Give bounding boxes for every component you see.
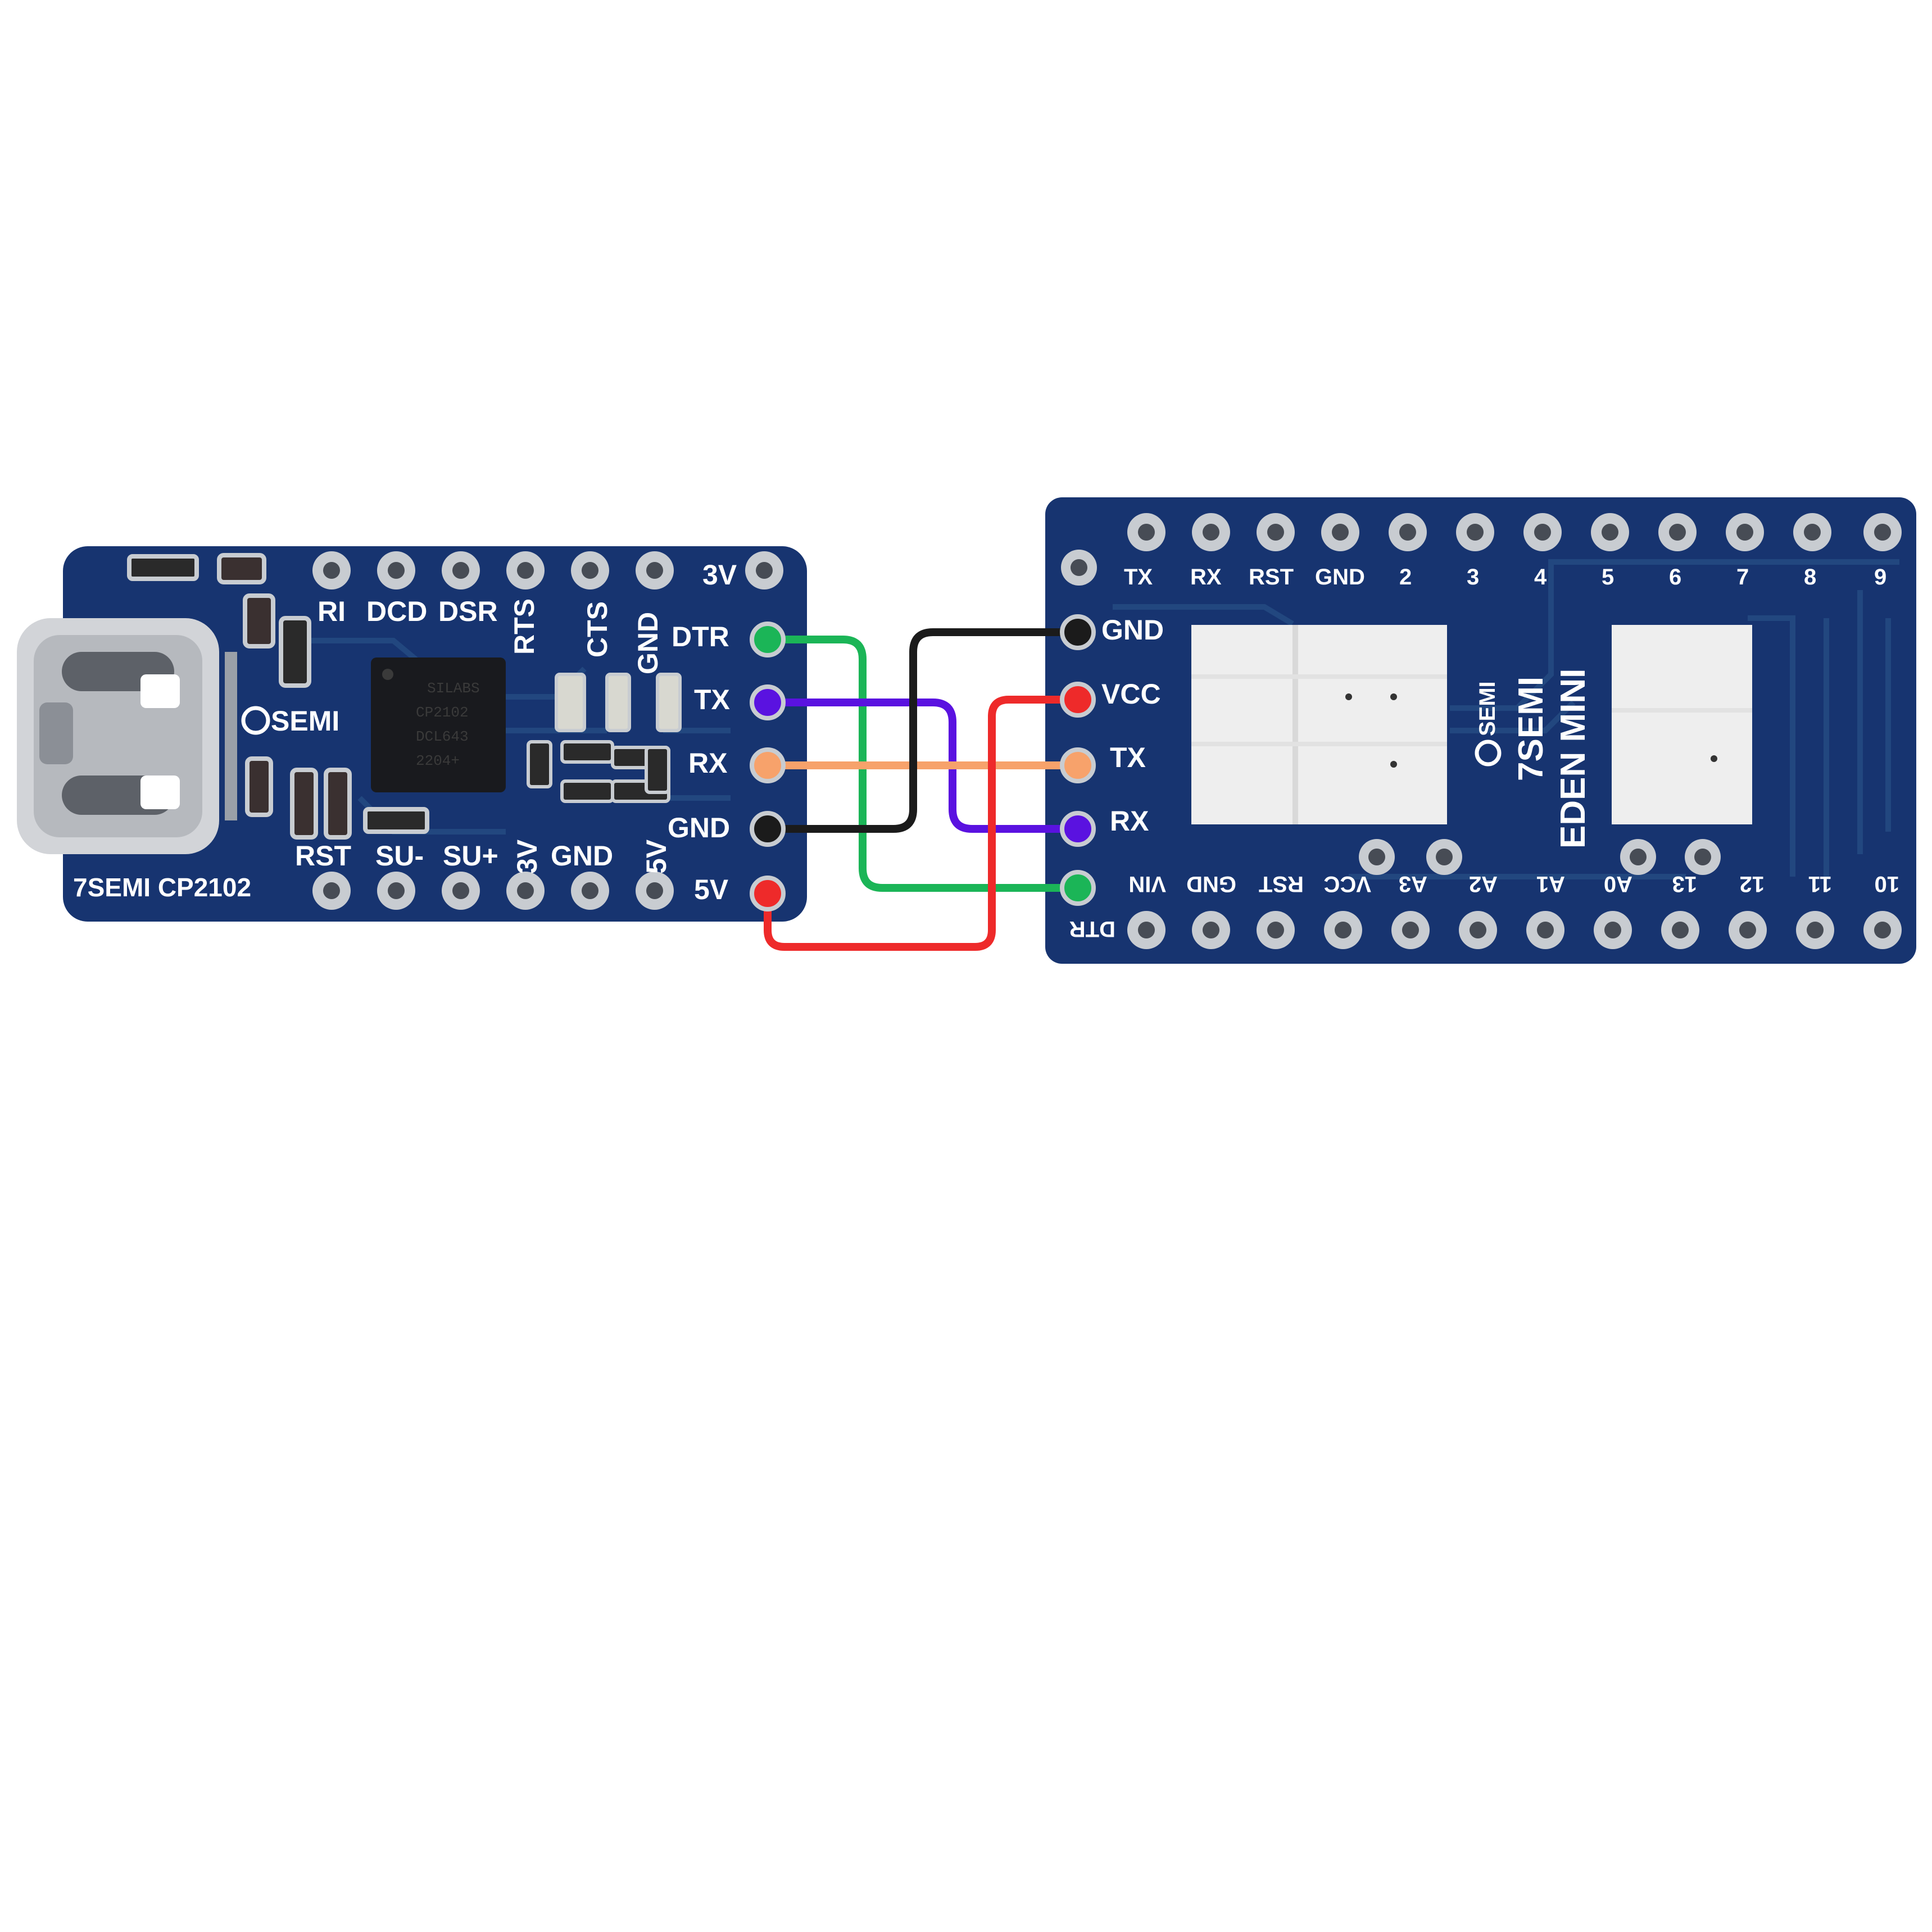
chip-line-2: CP2102 [416,704,469,721]
eden-pin-tx-top: TX [1124,565,1153,589]
eden-title-line2: EDEN MINI [1554,669,1593,849]
eden-pin-3: 3 [1467,565,1479,589]
cp2102-tx-dot[interactable] [750,684,786,720]
cp2102-pin-ri: RI [318,596,346,627]
cp2102-pin-dcd: DCD [366,596,427,627]
chip-line-1: SILABS [427,680,480,697]
eden-pin-9: 9 [1874,565,1886,589]
cp2102-rx-dot[interactable] [750,747,786,783]
cp2102-gnd-dot[interactable] [750,811,786,847]
eden-logo: SEMI [1475,681,1502,767]
cp2102-pin-su-minus: SU- [375,840,424,872]
cp2102-board: SILABS CP2102 DCL643 2204+ [17,546,807,922]
cp2102-top-pins[interactable] [312,551,783,589]
cp2102-title: 7SEMI CP2102 [73,873,251,902]
eden-pin-5: 5 [1602,565,1614,589]
eden-pin-dtr-bottom: DTR [1069,917,1115,941]
eden-pin-vcc-side: VCC [1101,678,1161,710]
cp2102-smd-parts [127,553,682,840]
eden-top-pins[interactable] [1127,513,1902,551]
eden-pin-13: 13 [1672,872,1698,896]
cp2102-pin-dsr: DSR [438,596,498,627]
cp2102-pin-su-plus: SU+ [443,840,498,872]
cp2102-pin-rx: RX [688,747,727,779]
usb-c-connector[interactable] [17,618,219,854]
eden-pin-vcc-bottom: VCC [1324,872,1371,896]
eden-pin-a1: A1 [1536,872,1565,896]
cp2102-pin-5v-bottom: 5V [641,839,672,874]
eden-dtr-dot[interactable] [1060,870,1096,906]
eden-pin-8: 8 [1804,565,1816,589]
eden-pin-a3: A3 [1399,872,1427,896]
cp2102-bottom-pins[interactable] [312,872,674,910]
cp2102-5v-dot[interactable] [750,876,786,911]
cp2102-logo: SEMI [241,705,339,737]
wire-gnd-to-gnd [764,628,1082,833]
eden-pin-4: 4 [1534,565,1547,589]
eden-pin-rx-side: RX [1110,805,1149,837]
eden-pin-2: 2 [1399,565,1412,589]
eden-pin-rst-bottom: RST [1259,872,1304,896]
cp2102-pin-3v-top: 3V [702,559,737,591]
eden-logo-text: SEMI [1475,681,1500,736]
eden-pin-10: 10 [1875,872,1900,896]
eden-pin-rst-top: RST [1249,565,1294,589]
eden-pin-11: 11 [1808,872,1832,896]
cp2102-pin-dtr: DTR [672,621,729,652]
wire-endpoints [750,614,1096,911]
eden-pin-vin: VIN [1128,872,1166,896]
eden-rx-dot[interactable] [1060,811,1096,847]
eden-pin-tx-side: TX [1110,742,1146,773]
cp2102-chip: SILABS CP2102 DCL643 2204+ [371,657,506,792]
cp2102-pin-3v-bottom: 3V [511,839,543,874]
eden-mini-board: 7SEMI EDEN MINI SEMI [1045,497,1916,964]
eden-pin-12: 12 [1740,872,1765,896]
eden-traces [1113,559,1899,879]
eden-vcc-dot[interactable] [1060,682,1096,718]
cp2102-pin-tx: TX [694,684,730,715]
wires [764,628,1082,951]
cp2102-dtr-dot[interactable] [750,622,786,657]
eden-pin-a2: A2 [1469,872,1498,896]
cp2102-pin-cts: CTS [582,601,613,657]
eden-pin-gnd-top: GND [1315,565,1365,589]
wire-5v-to-vcc [764,696,1082,951]
cp2102-logo-text: SEMI [271,705,339,737]
eden-shield-left [1191,625,1447,824]
eden-pin-6: 6 [1669,565,1681,589]
eden-bottom-pins[interactable] [1127,911,1902,949]
eden-shield-right [1612,625,1752,824]
eden-tx-dot[interactable] [1060,747,1096,783]
eden-pin-rx-top: RX [1190,565,1222,589]
eden-title-line1: 7SEMI [1512,677,1550,781]
cp2102-pin-rts: RTS [509,598,540,655]
eden-pin-7: 7 [1736,565,1749,589]
cp2102-pin-gnd-side: GND [668,812,730,843]
eden-gnd-dot[interactable] [1060,614,1096,650]
cp2102-pin-gnd-bottom: GND [551,840,613,872]
eden-pin-gnd-side: GND [1101,614,1164,646]
cp2102-pin-gnd-top: GND [632,612,664,674]
eden-pin-a0: A0 [1604,872,1632,896]
eden-extra-holes [1061,550,1721,875]
eden-pin-gnd-bottom: GND [1186,872,1236,896]
cp2102-pin-rst: RST [295,840,351,872]
chip-line-4: 2204+ [416,752,460,769]
chip-line-3: DCL643 [416,728,469,745]
cp2102-pin-5v-side: 5V [694,874,729,905]
